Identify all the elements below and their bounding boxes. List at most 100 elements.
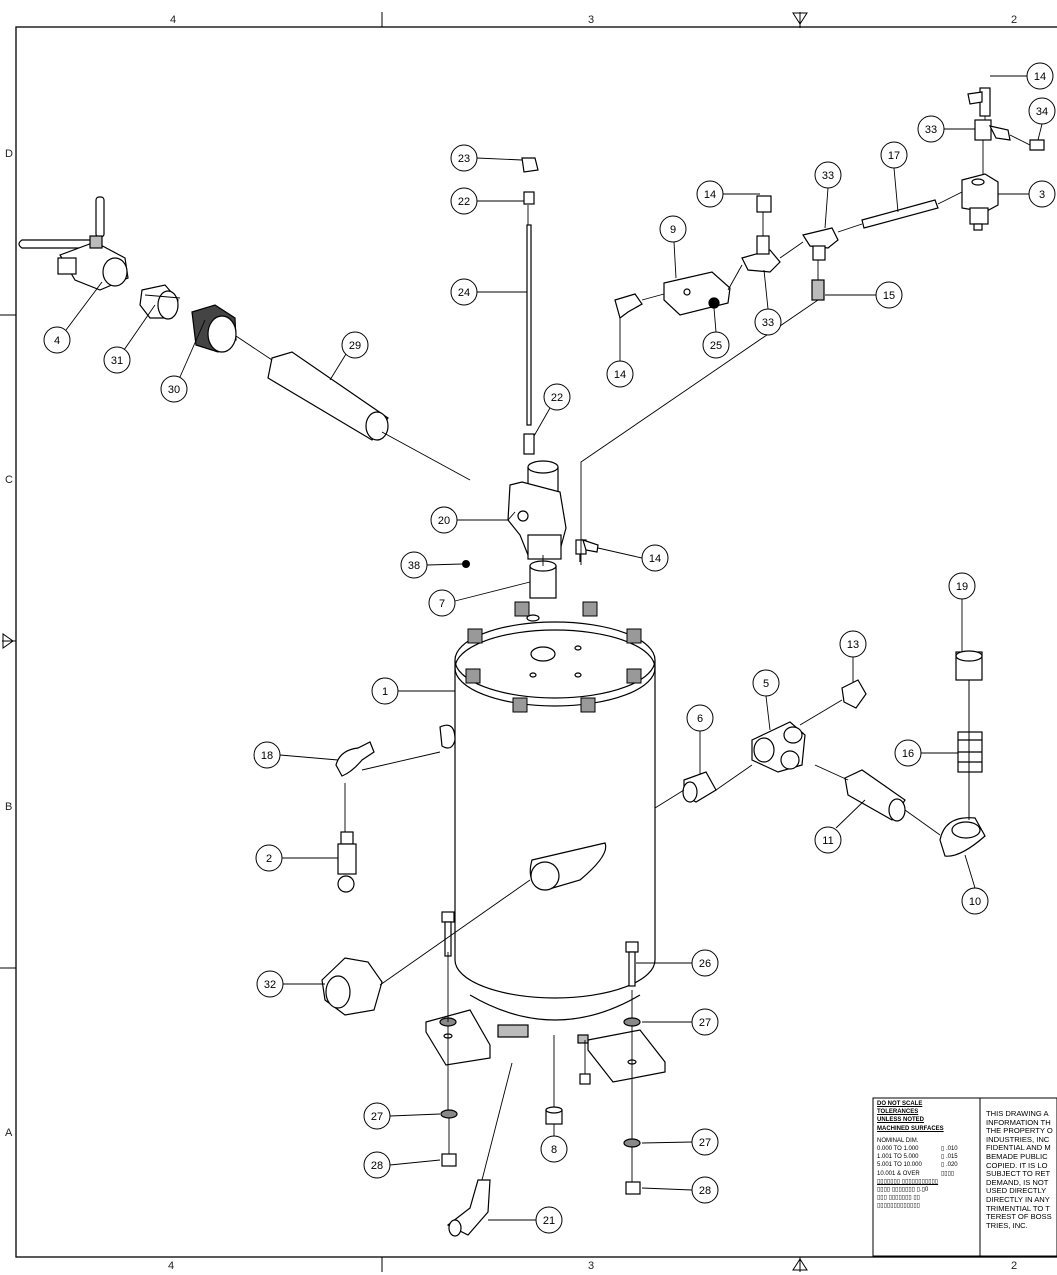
svg-text:6: 6 (697, 713, 703, 725)
svg-text:33: 33 (925, 124, 937, 136)
notice-line: TEREST OF BOSS (986, 1212, 1052, 1222)
svg-text:27: 27 (371, 1111, 383, 1123)
svg-text:11: 11 (822, 835, 833, 847)
nut-28 (441, 1153, 641, 1195)
balloon: 38 (400, 551, 463, 579)
notice-line: COPIED. IT IS LO (986, 1160, 1048, 1170)
balloon: 21 (488, 1206, 563, 1234)
zone-column-label: 4 (168, 1260, 174, 1272)
svg-text:25: 25 (710, 340, 722, 352)
balloons: 1 2 3 4 5 6 7 8 9 10 11 13 14 14 14 14 1… (43, 62, 1056, 1234)
tolerance-footer: ▯▯▯▯▯▯▯ ▯▯▯▯▯▯▯▯▯▯▯ (877, 1178, 939, 1185)
svg-text:20: 20 (438, 515, 450, 527)
balloon: 8 (540, 1124, 568, 1163)
svg-text:3: 3 (1039, 189, 1045, 201)
elbow-18 (335, 741, 375, 777)
drain-valve-2 (337, 831, 357, 893)
leader-lines (144, 116, 1031, 1182)
svg-text:14: 14 (704, 189, 716, 201)
tolerance-header: TOLERANCES (877, 1109, 919, 1116)
tolerance-row: 0.000 TO 1.000▯ .010 (877, 1146, 958, 1153)
tee-33-mid (741, 195, 781, 273)
balloon: 20 (430, 506, 516, 534)
tee-33-right (802, 227, 839, 301)
balloon: 31 (103, 304, 156, 374)
svg-text:19: 19 (956, 581, 968, 593)
notice-line: BEMADE PUBLIC (986, 1151, 1048, 1161)
notice-line: INFORMATION TH (986, 1117, 1051, 1127)
drawing-frame (15, 26, 1057, 1258)
pipe-29 (267, 351, 389, 441)
svg-text:27: 27 (699, 1017, 711, 1029)
center-mark-left (2, 633, 16, 649)
svg-text:22: 22 (551, 392, 563, 404)
balloon: 25 (702, 307, 730, 359)
balloon: 19 (948, 572, 976, 652)
tube-24 (521, 157, 539, 455)
balloon: 14 (990, 62, 1054, 90)
balloon: 7 (428, 581, 531, 617)
ball-valve-4 (18, 196, 129, 291)
svg-text:28: 28 (371, 1160, 383, 1172)
balloon: 22 (533, 383, 571, 437)
svg-text:24: 24 (458, 287, 470, 299)
svg-text:22: 22 (458, 196, 470, 208)
center-mark-bottom (792, 1257, 808, 1272)
svg-text:28: 28 (699, 1185, 711, 1197)
zone-column-label: 4 (170, 14, 176, 26)
balloon: 14 (696, 180, 760, 208)
balloon: 23 (450, 144, 523, 172)
notice-line: DIRECTLY IN ANY (986, 1194, 1050, 1204)
svg-text:31: 31 (111, 355, 123, 367)
balloon: 28 (641, 1176, 719, 1204)
tolerance-block: DO NOT SCALE TOLERANCES UNLESS NOTED MAC… (877, 1100, 977, 1254)
balloon: 14 (606, 318, 634, 388)
nominal-dim-header: NOMINAL DIM. (877, 1137, 919, 1144)
tolerance-footer: ▯▯▯▯ ▯▯▯▯▯▯▯ ▯.▯0 (877, 1187, 929, 1194)
svg-text:17: 17 (888, 150, 900, 162)
svg-text:10: 10 (969, 896, 981, 908)
notice-line: THIS DRAWING A (986, 1110, 1049, 1118)
balloon: 14 (597, 544, 669, 572)
balloon: 5 (752, 669, 780, 731)
svg-text:30: 30 (168, 384, 180, 396)
svg-text:13: 13 (847, 639, 859, 651)
plug-38 (462, 560, 470, 568)
nipple-11 (844, 769, 906, 822)
tolerance-footer: ▯▯▯ ▯▯▯▯▯▯▯ ▯▯ (877, 1195, 920, 1202)
svg-text:27: 27 (699, 1137, 711, 1149)
notice-line: TRIES, INC. (986, 1220, 1028, 1230)
bushing-7 (529, 560, 557, 599)
tolerance-row: 10.001 & OVER▯▯▯▯ (877, 1170, 955, 1177)
svg-text:4: 4 (54, 335, 60, 347)
svg-text:32: 32 (264, 979, 276, 991)
svg-text:38: 38 (408, 560, 420, 572)
svg-text:26: 26 (699, 958, 711, 970)
cap-32 (321, 957, 383, 1016)
tolerance-header: DO NOT SCALE (877, 1101, 923, 1107)
vessel (439, 614, 656, 1021)
tolerance-row: 5.001 TO 10.000▯ .020 (877, 1162, 958, 1169)
zone-column-label: 2 (1011, 1260, 1017, 1272)
svg-text:14: 14 (649, 553, 661, 565)
balloon: 3 (998, 180, 1056, 208)
svg-text:34: 34 (1036, 106, 1048, 118)
balloon: 24 (450, 278, 527, 306)
svg-text:33: 33 (762, 317, 774, 329)
zone-row-label: C (5, 474, 13, 486)
svg-text:14: 14 (1034, 71, 1046, 83)
elbow-21 (446, 1179, 491, 1237)
tolerance-footer: ▯▯▯▯▯▯▯▯▯▯▯▯▯ (877, 1203, 920, 1210)
notice-line: TRIMENTIAL TO T (986, 1203, 1050, 1213)
svg-text:23: 23 (458, 153, 470, 165)
zone-column-label: 3 (588, 14, 594, 26)
elbow-14-top (575, 539, 599, 562)
svg-text:8: 8 (551, 1144, 557, 1156)
balloon: 16 (894, 739, 958, 767)
zone-row-label: D (5, 148, 13, 160)
tolerance-row: 1.001 TO 5.000▯ .015 (877, 1154, 958, 1161)
tee-5 (751, 721, 806, 773)
notice-line: INDUSTRIES, INC (986, 1134, 1050, 1144)
balloon: 33 (814, 161, 842, 229)
